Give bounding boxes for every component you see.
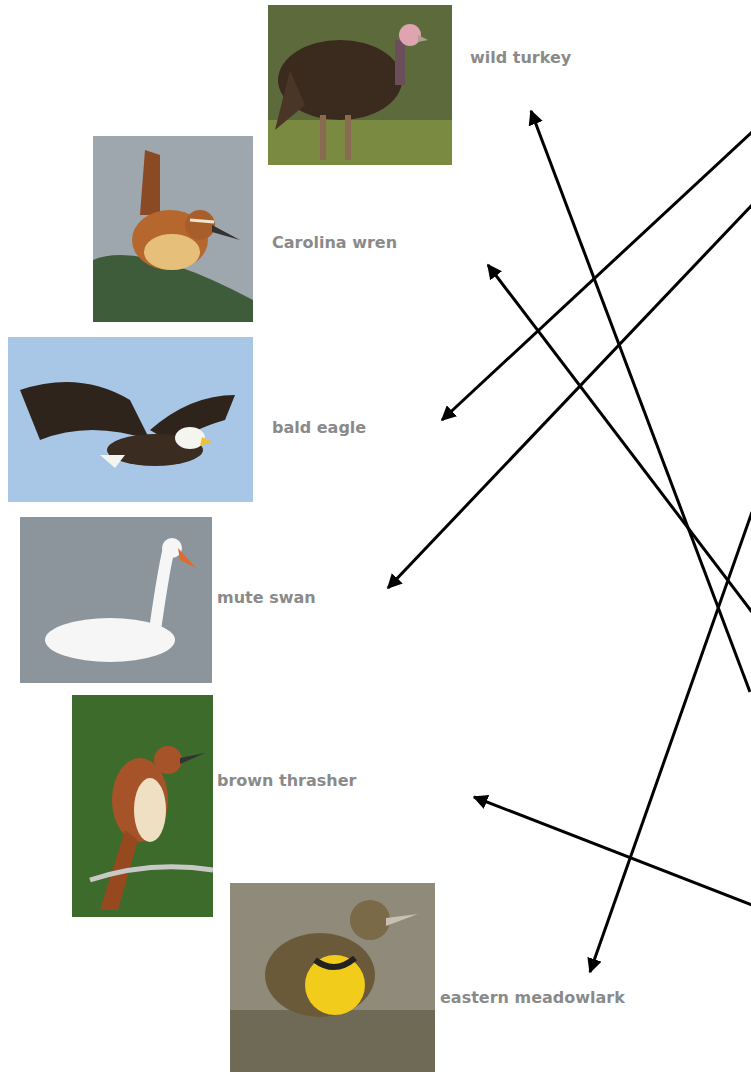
thrasher-photo (72, 695, 213, 917)
arrow (474, 797, 751, 905)
eagle-photo (8, 337, 253, 502)
matching-arrows (388, 111, 751, 972)
meadowlark-photo (230, 883, 435, 1072)
bird-name: eastern meadowlark (440, 988, 625, 1008)
wren-photo (93, 136, 253, 322)
arrow (388, 205, 751, 588)
bird-name: bald eagle (272, 418, 366, 438)
swan-photo (20, 517, 212, 683)
bird-name: mute swan (217, 588, 316, 608)
bird-name: Carolina wren (272, 233, 397, 253)
arrow (488, 265, 751, 612)
arrow (531, 111, 750, 692)
arrow (442, 132, 751, 420)
bird-name: brown thrasher (217, 771, 356, 791)
bird-name: wild turkey (470, 48, 571, 68)
turkey-photo (268, 5, 452, 165)
